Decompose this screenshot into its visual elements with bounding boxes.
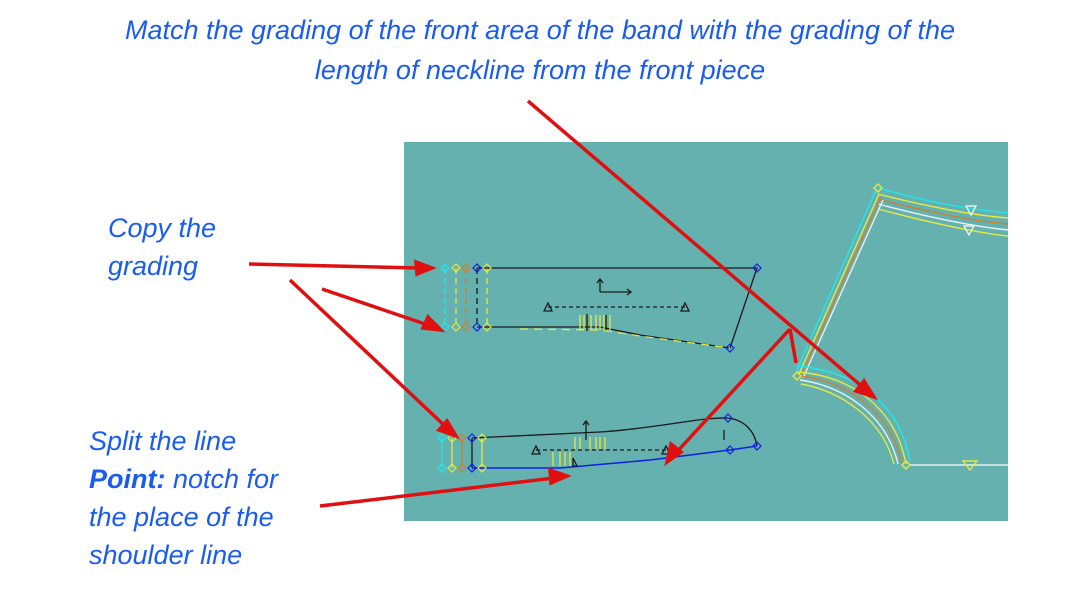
upper-band-piece[interactable] <box>440 263 762 353</box>
lower-grade-point-diamonds[interactable] <box>437 413 762 473</box>
split-line-line-4: shoulder line <box>89 540 243 570</box>
split-line-label: Split the line Point: notch for the plac… <box>89 422 278 574</box>
title-line-2: length of neckline from the front piece <box>314 55 766 85</box>
split-line-line-3: the place of the <box>89 502 274 532</box>
point-description: notch for <box>165 464 279 494</box>
point-keyword: Point: <box>89 464 166 494</box>
split-line-line-2: Point: notch for <box>89 460 278 498</box>
lower-band-piece[interactable] <box>437 413 762 473</box>
copy-grading-line-1: Copy the <box>108 213 217 243</box>
annotation-arrows <box>248 99 879 508</box>
instruction-title: Match the grading of the front area of t… <box>0 10 1080 90</box>
title-line-1: Match the grading of the front area of t… <box>124 15 956 45</box>
split-line-line-1: Split the line <box>89 426 237 456</box>
front-piece[interactable] <box>792 183 1009 472</box>
cad-canvas[interactable] <box>404 142 1008 521</box>
copy-grading-label: Copy the grading <box>108 209 216 285</box>
grade-point-diamonds[interactable] <box>440 263 762 353</box>
copy-grading-line-2: grading <box>108 251 199 281</box>
